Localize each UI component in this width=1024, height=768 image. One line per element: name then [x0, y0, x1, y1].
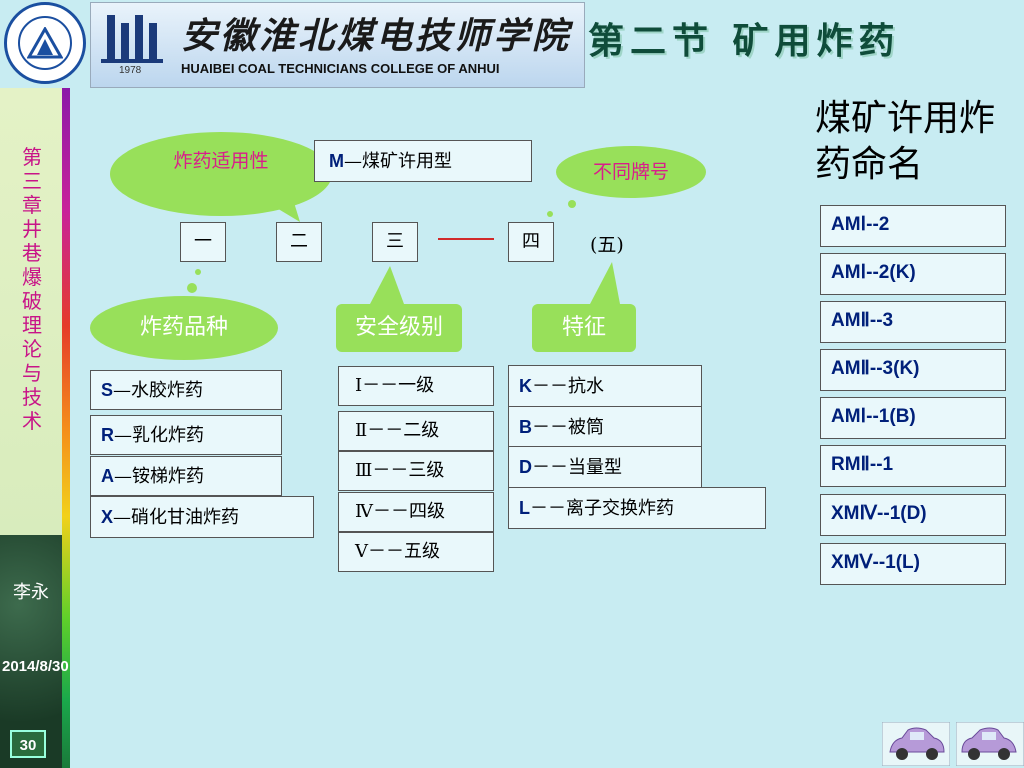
slot-1: 一 — [180, 222, 226, 262]
variety-a: A—铵梯炸药 — [90, 456, 282, 496]
building-icon — [101, 15, 163, 63]
level-3: Ⅲ－－三级 — [338, 451, 494, 491]
m-type-box: M—煤矿许用型 — [314, 140, 532, 182]
feature-d: D－－当量型 — [508, 446, 702, 488]
feature-k: K－－抗水 — [508, 365, 702, 407]
naming-item: AMⅡ--3 — [820, 301, 1006, 343]
slot-3: 三 — [372, 222, 418, 262]
level-4: Ⅳ－－四级 — [338, 492, 494, 532]
variety-text: —水胶炸药 — [113, 380, 204, 401]
variety-s: S—水胶炸药 — [90, 370, 282, 410]
bubble-dot — [187, 283, 197, 293]
car-forward-button-icon[interactable] — [956, 722, 1024, 766]
slot-2: 二 — [276, 222, 322, 262]
logo-emblem-icon — [18, 16, 72, 70]
college-logo — [4, 2, 86, 84]
naming-title: 煤矿许用炸药命名 — [815, 98, 996, 185]
feature-l: L－－离子交换炸药 — [508, 487, 766, 529]
variety-text: —硝化甘油炸药 — [113, 507, 240, 528]
section-title: 第二节 矿用炸药 — [588, 20, 901, 62]
feature-text: －－抗水 — [532, 376, 604, 397]
bubble-dot — [547, 211, 553, 217]
feature-text: －－当量型 — [532, 457, 622, 478]
variety-text: —铵梯炸药 — [114, 466, 204, 487]
naming-item: AMⅡ--3(K) — [820, 349, 1006, 391]
variety-cloud: 炸药品种 — [90, 296, 278, 360]
author-name: 李永 — [13, 582, 49, 603]
feature-prefix: D — [519, 457, 532, 477]
slot-4: 四 — [508, 222, 554, 262]
bubble-dot — [195, 269, 201, 275]
rainbow-stripe — [62, 88, 70, 768]
suitability-bubble: 炸药适用性 — [110, 132, 332, 216]
level-5: Ⅴ－－五级 — [338, 532, 494, 572]
variety-r: R—乳化炸药 — [90, 415, 282, 455]
feature-wedge — [590, 262, 620, 304]
naming-item: XMⅣ--1(D) — [820, 494, 1006, 536]
feature-prefix: K — [519, 376, 532, 396]
m-text: —煤矿许用型 — [344, 151, 452, 172]
variety-x: X—硝化甘油炸药 — [90, 496, 314, 538]
feature-b: B－－被筒 — [508, 406, 702, 448]
naming-item: RMⅡ--1 — [820, 445, 1006, 487]
variety-prefix: A — [101, 466, 114, 486]
variety-text: —乳化炸药 — [114, 425, 204, 446]
slide-date: 2014/8/30 — [2, 658, 69, 675]
level-1: Ⅰ－－一级 — [338, 366, 494, 406]
college-name-en: HUAIBEI COAL TECHNICIANS COLLEGE OF ANHU… — [181, 61, 500, 76]
variety-prefix: S — [101, 380, 114, 400]
bubble-dot — [568, 200, 576, 208]
level-2: Ⅱ－－二级 — [338, 411, 494, 451]
feature-text: －－离子交换炸药 — [530, 498, 674, 519]
variety-prefix: X — [101, 507, 114, 527]
naming-item: AMⅠ--2 — [820, 205, 1006, 247]
feature-label: 特征 — [532, 304, 636, 352]
feature-prefix: L — [519, 498, 530, 518]
car-back-button-icon[interactable] — [882, 722, 950, 766]
naming-item: AMⅠ--1(B) — [820, 397, 1006, 439]
safety-wedge — [370, 266, 404, 304]
sidebar-marble-panel — [0, 535, 62, 768]
college-name-cn: 安徽淮北煤电技师学院 — [181, 15, 572, 57]
feature-text: －－被筒 — [532, 417, 604, 438]
m-prefix: M — [329, 151, 344, 171]
naming-item: XMⅤ--1(L) — [820, 543, 1006, 585]
chapter-label: 第三章 井巷爆破理论与技术 — [22, 145, 42, 433]
brand-bubble: 不同牌号 — [556, 146, 706, 198]
slot-5: (五) — [590, 234, 624, 256]
college-founding-year: 1978 — [119, 65, 142, 76]
feature-prefix: B — [519, 417, 532, 437]
safety-level-label: 安全级别 — [336, 304, 462, 352]
variety-prefix: R — [101, 425, 114, 445]
page-number: 30 — [10, 730, 46, 758]
college-banner: 1978 安徽淮北煤电技师学院 HUAIBEI COAL TECHNICIANS… — [90, 2, 585, 88]
naming-item: AMⅠ--2(K) — [820, 253, 1006, 295]
